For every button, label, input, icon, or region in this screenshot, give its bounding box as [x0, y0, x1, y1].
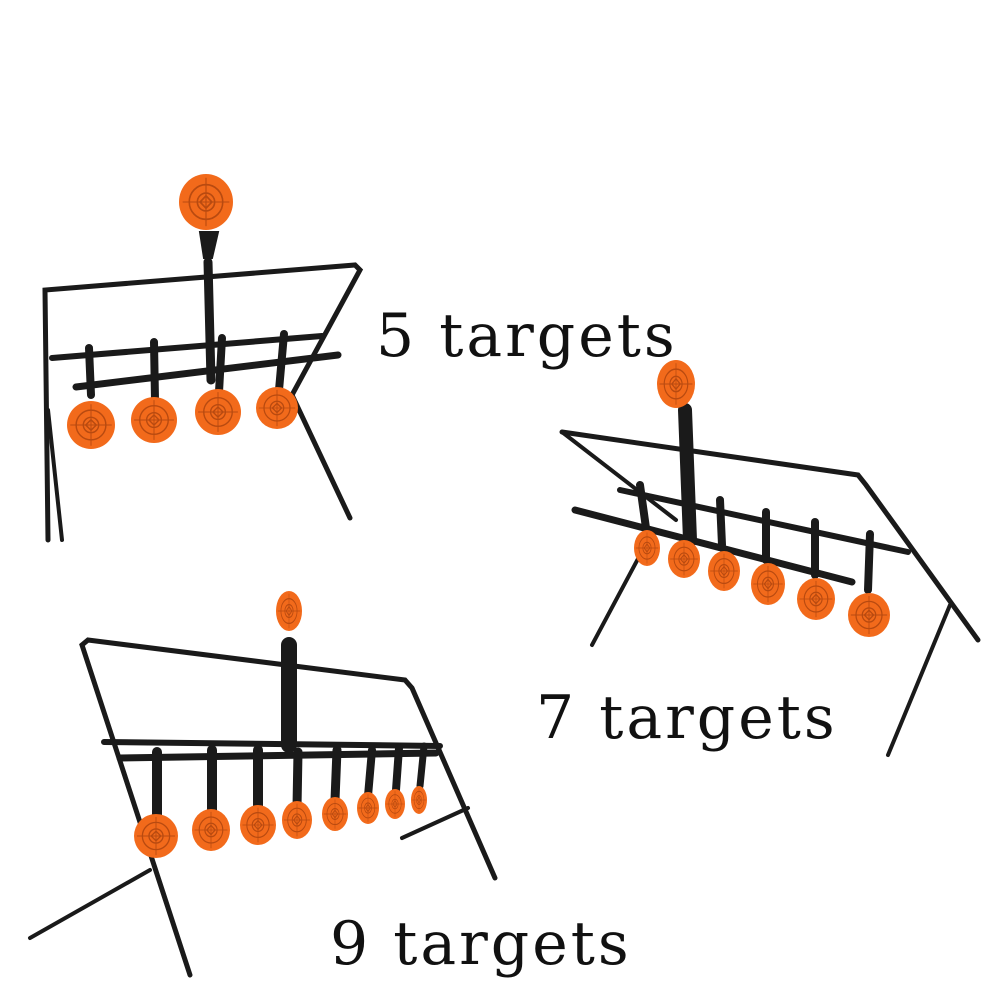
rig-7-targets [559, 359, 981, 757]
rig-5-frame [42, 231, 364, 543]
target-icon [66, 400, 116, 450]
target-icon [410, 785, 428, 815]
target-icon [239, 804, 277, 846]
target-icon [633, 529, 661, 567]
rig-9-targets [28, 590, 498, 978]
target-icon [133, 813, 179, 859]
target-icon [191, 808, 231, 852]
target-icon [707, 550, 741, 592]
target-icon [796, 577, 836, 621]
rig-9-frame [28, 637, 498, 978]
rig-5-targets-set [66, 173, 299, 450]
target-icon [194, 388, 242, 436]
caption-7-targets: 7 targets [536, 683, 838, 753]
top-target-icon [178, 173, 234, 231]
target-icon [750, 562, 786, 606]
rig-5-targets [42, 173, 364, 543]
target-icon [255, 386, 299, 430]
target-icon [384, 788, 406, 820]
rig-9-targets-set [133, 590, 428, 859]
caption-5-targets: 5 targets [376, 301, 678, 371]
target-icon [847, 592, 891, 638]
target-icon [667, 539, 701, 579]
target-icon [130, 396, 178, 444]
top-target-icon [275, 590, 303, 632]
target-icon [356, 791, 380, 825]
target-icon [281, 800, 313, 840]
caption-9-targets: 9 targets [330, 909, 632, 979]
target-icon [321, 796, 349, 832]
